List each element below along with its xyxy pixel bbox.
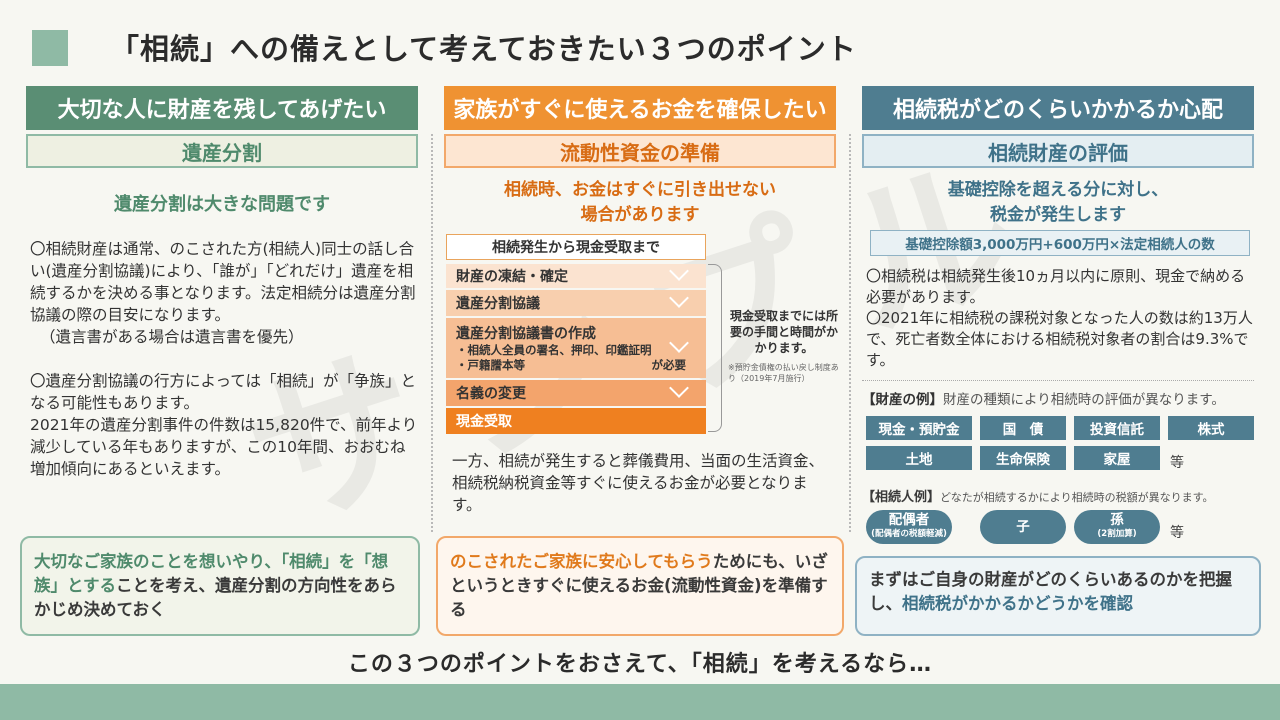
col2-header: 家族がすぐに使えるお金を確保したい [444, 86, 836, 130]
flow-step-transfer: 名義の変更 [446, 378, 706, 406]
col2-body: 一方、相続が発生すると葬儀費用、当面の生活資金、相続税納税資金等すぐに使えるお金… [452, 452, 825, 514]
heir-pill-label: 配偶者 [888, 512, 930, 528]
col3-summary-box: まずはご自身の財産がどのくらいあるのかを把握し、相続税がかかるかどうかを確認 [855, 556, 1261, 636]
column-divider [431, 134, 433, 532]
col3-lead-line2: 税金が発生します [990, 205, 1126, 225]
flow-step-receive: 現金受取 [446, 408, 706, 434]
col2-summary-text: ためにも、いざというときすぐに使えるお金(流動性資金)を準備する [450, 552, 828, 619]
brace-note: ※預貯金債権の払い戻し制度あり（2019年7月施行） [728, 363, 839, 383]
col1-header: 大切な人に財産を残してあげたい [26, 86, 418, 130]
col2-subheader: 流動性資金の準備 [444, 134, 836, 168]
column-divider [849, 134, 851, 532]
asset-example-title: 【財産の例】 [862, 392, 943, 408]
col3-paragraph-2: 〇2021年に相続税の課税対象となった人の数は約13万人で、死亡者数全体における… [866, 309, 1253, 369]
col1-paragraph-1b: （遺言書がある場合は遺言書を優先） [40, 328, 304, 346]
heir-example-note: どなたが相続するかにより相続時の税額が異なります。 [940, 491, 1214, 504]
col1-paragraph-1: 〇相続財産は通常、のこされた方(相続人)同士の話し合い(遺産分割協議)により、「… [30, 240, 416, 324]
heir-example-title: 【相続人例】 [862, 490, 941, 505]
brace-icon [708, 264, 722, 432]
heir-pill-label: 子 [1016, 519, 1030, 535]
asset-etc: 等 [1170, 455, 1184, 471]
col2-summary-accent: のこされたご家族に安心してもらう [450, 552, 713, 571]
title-square-icon [32, 30, 68, 66]
heir-pill-note: (配偶者の税額軽減) [871, 529, 947, 539]
heir-pill-spouse: 配偶者 (配偶者の税額軽減) [866, 510, 952, 544]
col3-summary-text: まずはご自身の財産がどのくらいあるのかを把握し、 [869, 570, 1232, 613]
col3-lead-line1: 基礎控除を超える分に対し、 [947, 180, 1169, 200]
heir-pill-note: (2割加算) [1097, 529, 1137, 539]
flow-step-document: 遺産分割協議書の作成 ・相続人全員の署名、押印、印鑑証明 ・戸籍謄本等 が必要 [446, 318, 706, 378]
flow-step-note-2: ・戸籍謄本等 が必要 [456, 358, 686, 373]
flow-step-label: 財産の凍結・確定 [456, 269, 568, 285]
deduction-formula: 基礎控除額3,000万円+600万円×法定相続人の数 [870, 230, 1250, 256]
asset-example-label: 【財産の例】財産の種類により相続時の評価が異なります。 [862, 388, 1262, 408]
col1-paragraph-3: 2021年の遺産分割事件の件数は15,820件で、前年より減少している年もありま… [30, 416, 418, 478]
flow-step-label: 名義の変更 [456, 386, 526, 402]
col1-summary-text: ことを考え、遺産分割の方向性をあらかじめ決めておく [34, 576, 397, 619]
asset-tag-cash: 現金・預貯金 [866, 416, 972, 440]
col1-summary-box: 大切なご家族のことを想いやり、「相続」を「想族」とすることを考え、遺産分割の方向… [20, 536, 420, 636]
col3-summary-accent: 相続税がかかるかどうかを確認 [902, 594, 1133, 613]
col1-subheader: 遺産分割 [26, 134, 418, 168]
divider [862, 380, 1254, 381]
flow-step-label: 遺産分割協議 [456, 296, 540, 312]
col2-lead-line1: 相続時、お金はすぐに引き出せない [504, 180, 776, 200]
heir-pill-child: 子 [980, 510, 1066, 544]
col1-lead: 遺産分割は大きな問題です [114, 194, 330, 215]
bottom-tagline: この３つのポイントをおさえて、「相続」を考えるなら… [347, 652, 933, 677]
asset-tag-stock: 株式 [1168, 416, 1254, 440]
col3-lead: 基礎控除を超える分に対し、 税金が発生します [862, 178, 1254, 228]
flow-step-label: 現金受取 [456, 414, 512, 430]
asset-tag-bond: 国 債 [980, 416, 1066, 440]
col3-subheader: 相続財産の評価 [862, 134, 1254, 168]
asset-tag-house: 家屋 [1074, 446, 1160, 470]
asset-tag-insurance: 生命保険 [980, 446, 1066, 470]
footer-bar [0, 684, 1280, 720]
col3-body: 〇相続税は相続発生後10ヵ月以内に原則、現金で納める必要があります。 〇2021… [866, 266, 1254, 371]
flow-title: 相続発生から現金受取まで [446, 234, 706, 260]
chevron-down-icon [669, 288, 689, 308]
col2-summary-box: のこされたご家族に安心してもらうためにも、いざというときすぐに使えるお金(流動性… [436, 536, 844, 636]
flow-step-note-1: ・相続人全員の署名、押印、印鑑証明 [456, 343, 652, 357]
col1-body: 〇相続財産は通常、のこされた方(相続人)同士の話し合い(遺産分割協議)により、「… [30, 238, 418, 480]
spacer [30, 348, 418, 370]
heir-pill-label: 孫 [1110, 512, 1124, 528]
col2-lead: 相続時、お金はすぐに引き出せない 場合があります [444, 178, 836, 228]
flow-step-note-2b: が必要 [651, 358, 687, 372]
flow-step-note-2a: ・戸籍謄本等 [456, 358, 525, 372]
asset-tag-fund: 投資信託 [1074, 416, 1160, 440]
flow-step-label: 遺産分割協議書の作成 [456, 326, 596, 342]
col1-summary-accent: 大切なご家族のことを想いやり、「相続」を「想族」とする [34, 552, 389, 595]
asset-tag-land: 土地 [866, 446, 972, 470]
heir-etc: 等 [1170, 525, 1184, 541]
heir-example-label: 【相続人例】どなたが相続するかにより相続時の税額が異なります。 [862, 486, 1280, 505]
flow-step-agreement: 遺産分割協議 [446, 288, 706, 316]
brace-text: 現金受取までには所要の手間と時間がかかります。 [729, 309, 838, 355]
col1-paragraph-2: 〇遺産分割協議の行方によっては「相続」が「争族」となる可能性もあります。 [30, 372, 416, 412]
col2-lead-line2: 場合があります [580, 205, 700, 225]
asset-example-note: 財産の種類により相続時の評価が異なります。 [943, 392, 1225, 408]
flow-step-freeze: 財産の凍結・確定 [446, 261, 706, 288]
page-title: 「相続」への備えとして考えておきたい３つのポイント [110, 32, 857, 66]
heir-pill-grandchild: 孫 (2割加算) [1074, 510, 1160, 544]
col3-paragraph-1: 〇相続税は相続発生後10ヵ月以内に原則、現金で納める必要があります。 [866, 267, 1246, 306]
col3-header: 相続税がどのくらいかかるか心配 [862, 86, 1254, 130]
chevron-down-icon [669, 378, 689, 398]
chevron-down-icon [669, 261, 689, 281]
